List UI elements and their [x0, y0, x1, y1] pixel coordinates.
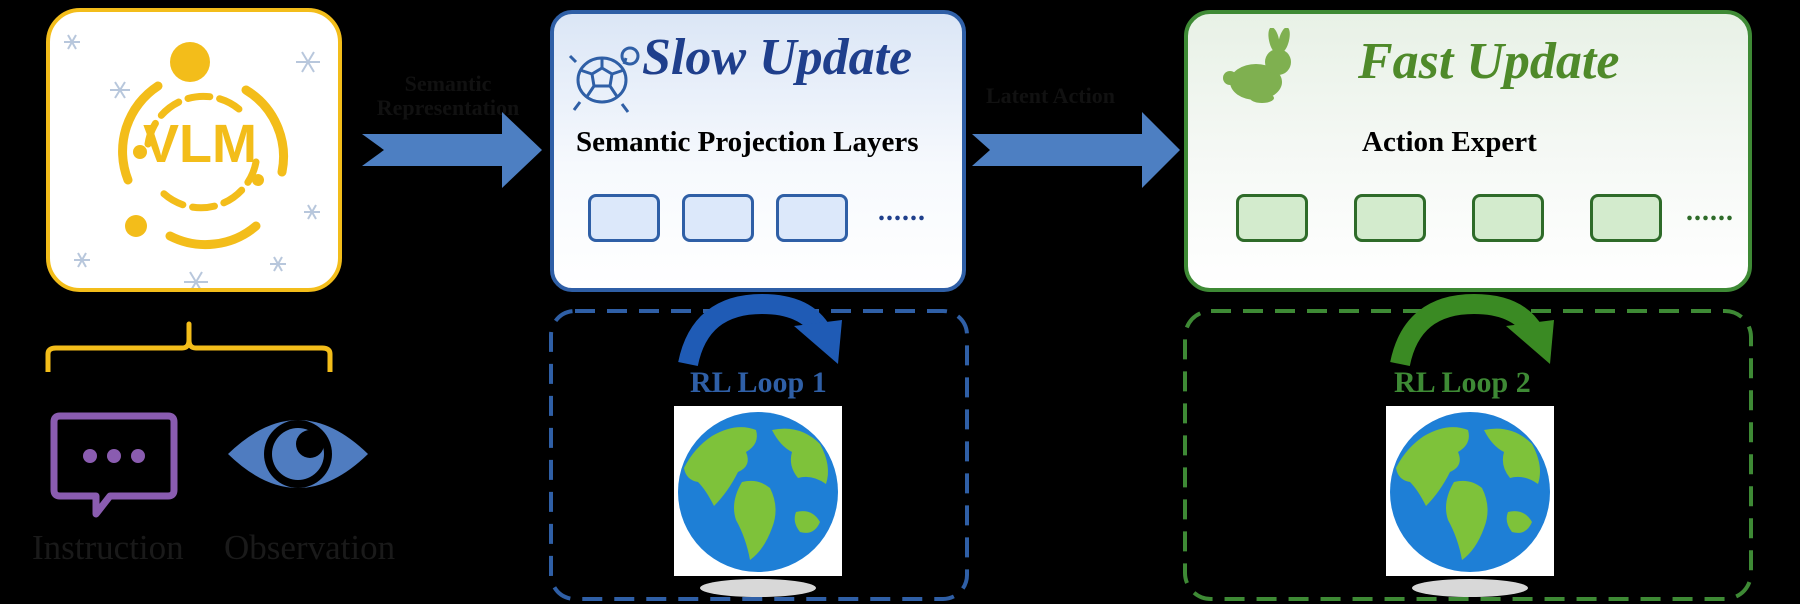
rl-loop-1-arrow-icon [678, 293, 842, 367]
rabbit-icon [1223, 28, 1291, 103]
input-brace [45, 321, 333, 372]
latent-action-label: Latent Action [986, 83, 1115, 108]
slow-update-panel [550, 10, 966, 292]
arrow-1-label-line2: Representation [376, 95, 520, 120]
earth-globe-icon [1390, 412, 1550, 597]
slow-update-subtitle: Semantic Projection Layers [576, 126, 919, 158]
fast-update-title: Fast Update [1358, 33, 1620, 90]
rl-loop-2-arrow-icon [1390, 293, 1554, 367]
earth-globe-icon [678, 412, 838, 597]
projection-layer [682, 194, 754, 242]
eye-icon [228, 420, 368, 488]
fast-update-subtitle: Action Expert [1362, 126, 1537, 158]
semantic-representation-arrow [362, 112, 542, 188]
vlm-logo-icon: VLM [64, 34, 320, 288]
arrow-1-label-line1: Semantic [404, 71, 492, 96]
arrow-1-label: Semantic Representation [348, 72, 548, 120]
projection-layer [588, 194, 660, 242]
fast-ellipsis: ...... [1686, 196, 1734, 227]
rl-loop-2-label: RL Loop 2 [1394, 366, 1531, 399]
chat-bubble-icon [50, 412, 178, 518]
action-expert-slot [1472, 194, 1544, 242]
turtle-icon [568, 46, 640, 113]
action-expert-slot [1236, 194, 1308, 242]
vlm-panel: VLM [46, 8, 342, 292]
latent-action-arrow [972, 112, 1180, 188]
action-expert-slot [1590, 194, 1662, 242]
rl-loop-1-frame [549, 309, 969, 601]
rl-loop-1-label: RL Loop 1 [690, 366, 827, 399]
instruction-label: Instruction [32, 528, 184, 567]
slow-update-title: Slow Update [642, 29, 913, 86]
vlm-label: VLM [143, 114, 257, 174]
observation-label: Observation [224, 528, 396, 567]
projection-layer [776, 194, 848, 242]
action-expert-slot [1354, 194, 1426, 242]
slow-ellipsis: ...... [878, 196, 926, 227]
